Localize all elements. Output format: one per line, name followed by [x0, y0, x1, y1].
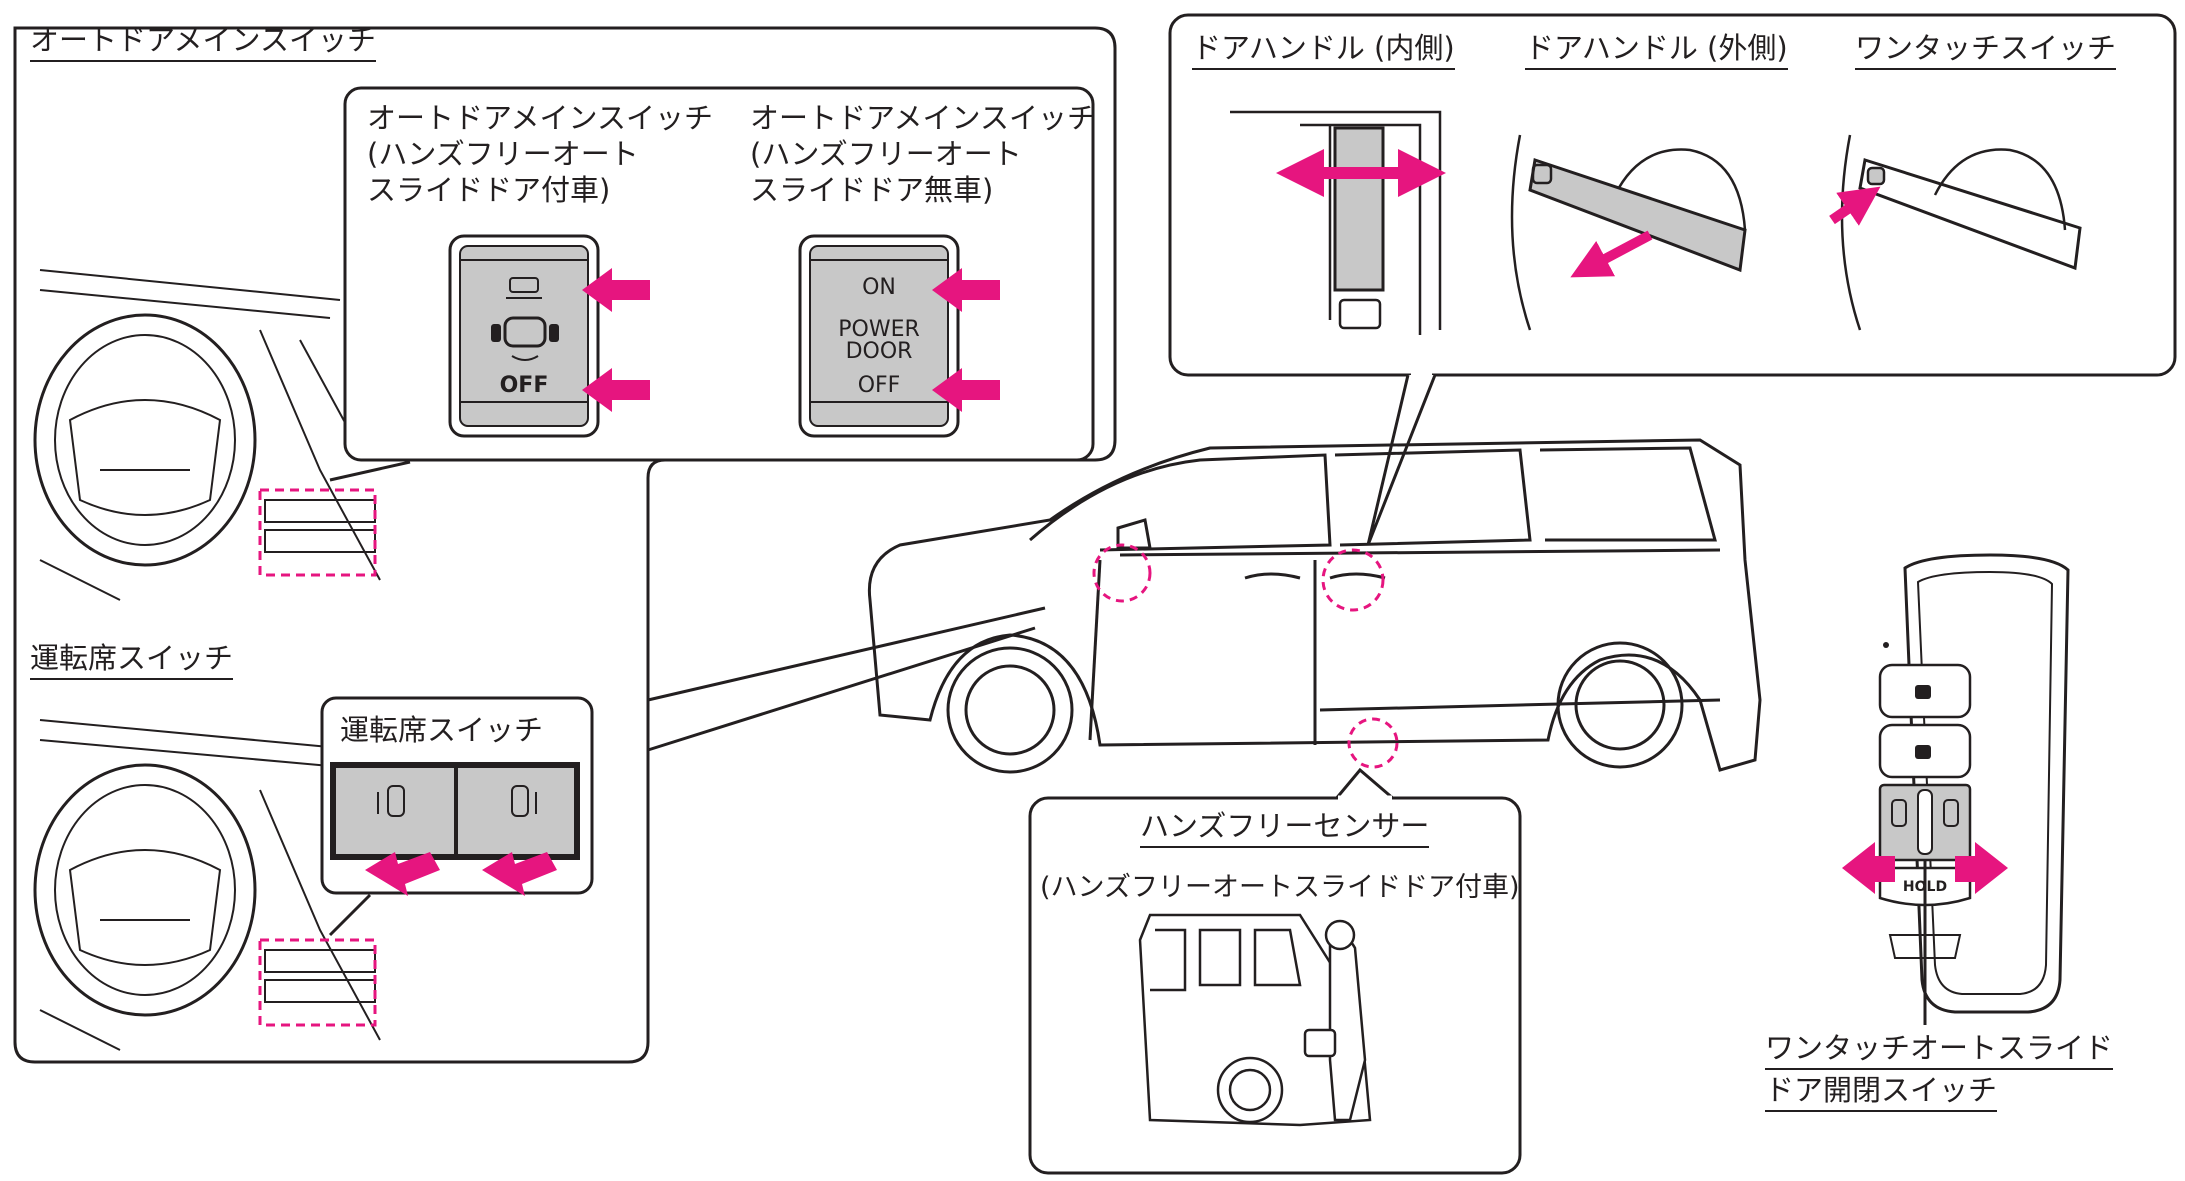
switch-without-door-label: DOOR: [845, 339, 913, 364]
key-fob-label-line2: ドア開閉スイッチ: [1765, 1072, 1998, 1112]
variant-without-line1: オートドアメインスイッチ: [750, 101, 1096, 135]
key-fob-label-line1: ワンタッチオートスライド: [1765, 1030, 2114, 1070]
door-handle-panel-pointer: [1366, 374, 1437, 546]
dashboard-bottom-sketch: [33, 719, 381, 1051]
switch-without-power-label: POWER: [838, 317, 920, 342]
auto-door-main-title: オートドアメインスイッチ: [30, 22, 376, 62]
one-touch-switch-label: ワンタッチスイッチ: [1855, 30, 2117, 70]
key-fob: [1842, 553, 2070, 1025]
left-panel-frame: [13, 26, 1117, 1064]
outer-handle-arrow: [1570, 230, 1653, 278]
driver-callout-pointer: [328, 893, 372, 937]
dashboard-top-sketch: [33, 269, 381, 601]
handsfree-sketch: [1138, 913, 1372, 1127]
variant-without-label: オートドアメインスイッチ (ハンズフリーオート スライドドア無車): [750, 100, 1096, 208]
switch-without-off-label: OFF: [857, 373, 901, 398]
switch-without-on-label: ON: [862, 275, 896, 300]
key-fob-hold-label: HOLD: [1902, 879, 1948, 895]
driver-seat-title: 運転席スイッチ: [30, 640, 234, 680]
variant-without-line2: (ハンズフリーオート: [750, 137, 1022, 171]
outer-handle-label: ドアハンドル (外側): [1525, 30, 1788, 70]
switch-without-handsfree: [798, 234, 960, 438]
switch-with-off-label: OFF: [499, 373, 549, 398]
variant-with-line2: (ハンズフリーオート: [367, 137, 639, 171]
variant-with-label: オートドアメインスイッチ (ハンズフリーオート スライドドア付車): [367, 100, 713, 208]
one-touch-handle-sketch: [1840, 134, 2082, 331]
handsfree-sensor-highlight: [1347, 717, 1399, 769]
variant-with-line1: オートドアメインスイッチ: [367, 101, 713, 135]
slide-door-handle-highlight: [1321, 548, 1385, 612]
handsfree-sensor-title: ハンズフリーセンサー: [1140, 808, 1430, 848]
main-switch-highlight: [258, 488, 377, 577]
driver-switch-highlight: [258, 938, 377, 1027]
handsfree-sensor-subtitle: (ハンズフリーオートスライドドア付車): [1040, 872, 1520, 903]
vehicle-sketch: [867, 438, 1762, 774]
inner-handle-label: ドアハンドル (内側): [1192, 30, 1455, 70]
front-door-handle-highlight: [1092, 543, 1152, 603]
driver-switch-buttons: [330, 762, 580, 896]
main-switch-callout-pointer: [329, 460, 411, 482]
switch-with-handsfree: [448, 234, 600, 438]
main-switch-arrows: [582, 268, 1000, 412]
driver-seat-box-title: 運転席スイッチ: [340, 713, 544, 747]
car-to-panel-pointer: [647, 606, 1046, 752]
outer-handle-sketch: [1510, 134, 1747, 331]
handsfree-panel-pointer: [1333, 767, 1396, 802]
variant-without-line3: スライドドア無車): [750, 173, 994, 207]
one-touch-arrow: [1829, 186, 1881, 226]
variant-with-line3: スライドドア付車): [367, 173, 611, 207]
